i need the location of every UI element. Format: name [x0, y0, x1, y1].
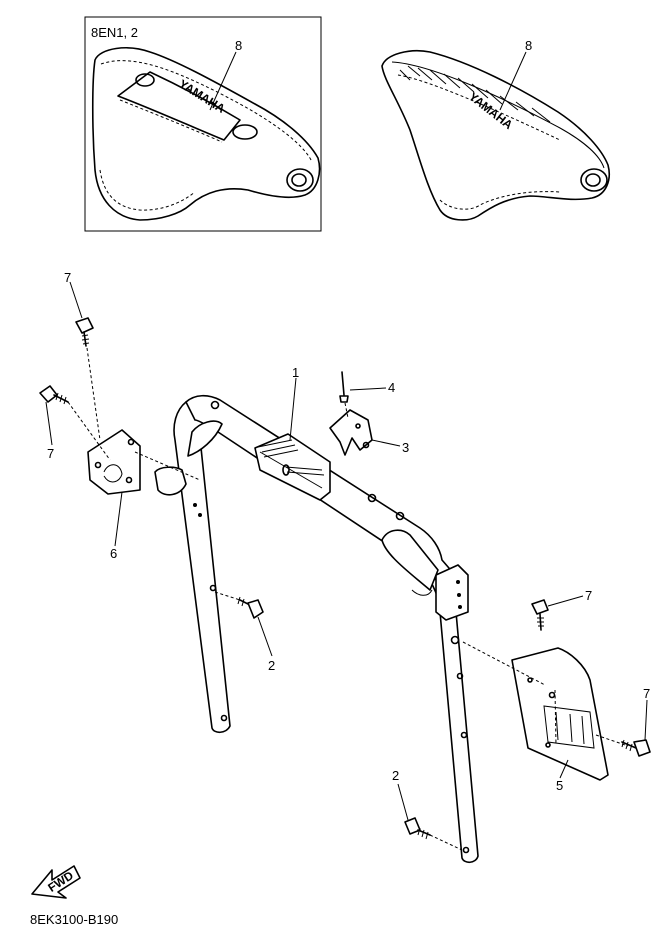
inset-frame: 8EN1, 2 — [84, 16, 322, 232]
clip — [329, 409, 373, 456]
bracket — [87, 429, 201, 496]
plate — [462, 641, 629, 781]
callout-seat-main: 8 — [525, 38, 532, 53]
callout-clip: 3 — [402, 440, 409, 455]
seat-inset: YAMAHA — [91, 47, 321, 221]
bolt-left — [39, 385, 111, 461]
leader-lines — [45, 51, 648, 821]
fwd-arrow-icon: FWD — [31, 865, 81, 899]
pin — [339, 371, 349, 419]
handle-pole — [173, 394, 479, 864]
callout-bolt-right-top: 7 — [585, 588, 592, 603]
callout-bracket: 6 — [110, 546, 117, 561]
callout-pin: 4 — [388, 380, 395, 395]
callout-bolt-left: 7 — [47, 446, 54, 461]
bolt-mid — [214, 591, 264, 619]
callout-bolt-right: 7 — [643, 686, 650, 701]
callout-seat-inset: 8 — [235, 38, 242, 53]
callout-bolt-top-left: 7 — [64, 270, 71, 285]
callout-handle-pole: 1 — [292, 365, 299, 380]
callouts: 8 8 1 4 3 7 7 6 2 7 7 5 2 — [47, 38, 650, 793]
callout-bolt-mid: 2 — [268, 658, 275, 673]
bolt-right — [621, 739, 651, 757]
seat-main: YAMAHA — [381, 50, 610, 221]
callout-bolt-bottom: 2 — [392, 768, 399, 783]
bolt-top-left — [75, 317, 101, 441]
callout-plate: 5 — [556, 778, 563, 793]
figure-code: 8EK3100-B190 — [30, 912, 118, 927]
bolt-right-top — [531, 599, 549, 631]
inset-label: 8EN1, 2 — [91, 25, 138, 40]
bolt-bottom — [404, 817, 463, 851]
